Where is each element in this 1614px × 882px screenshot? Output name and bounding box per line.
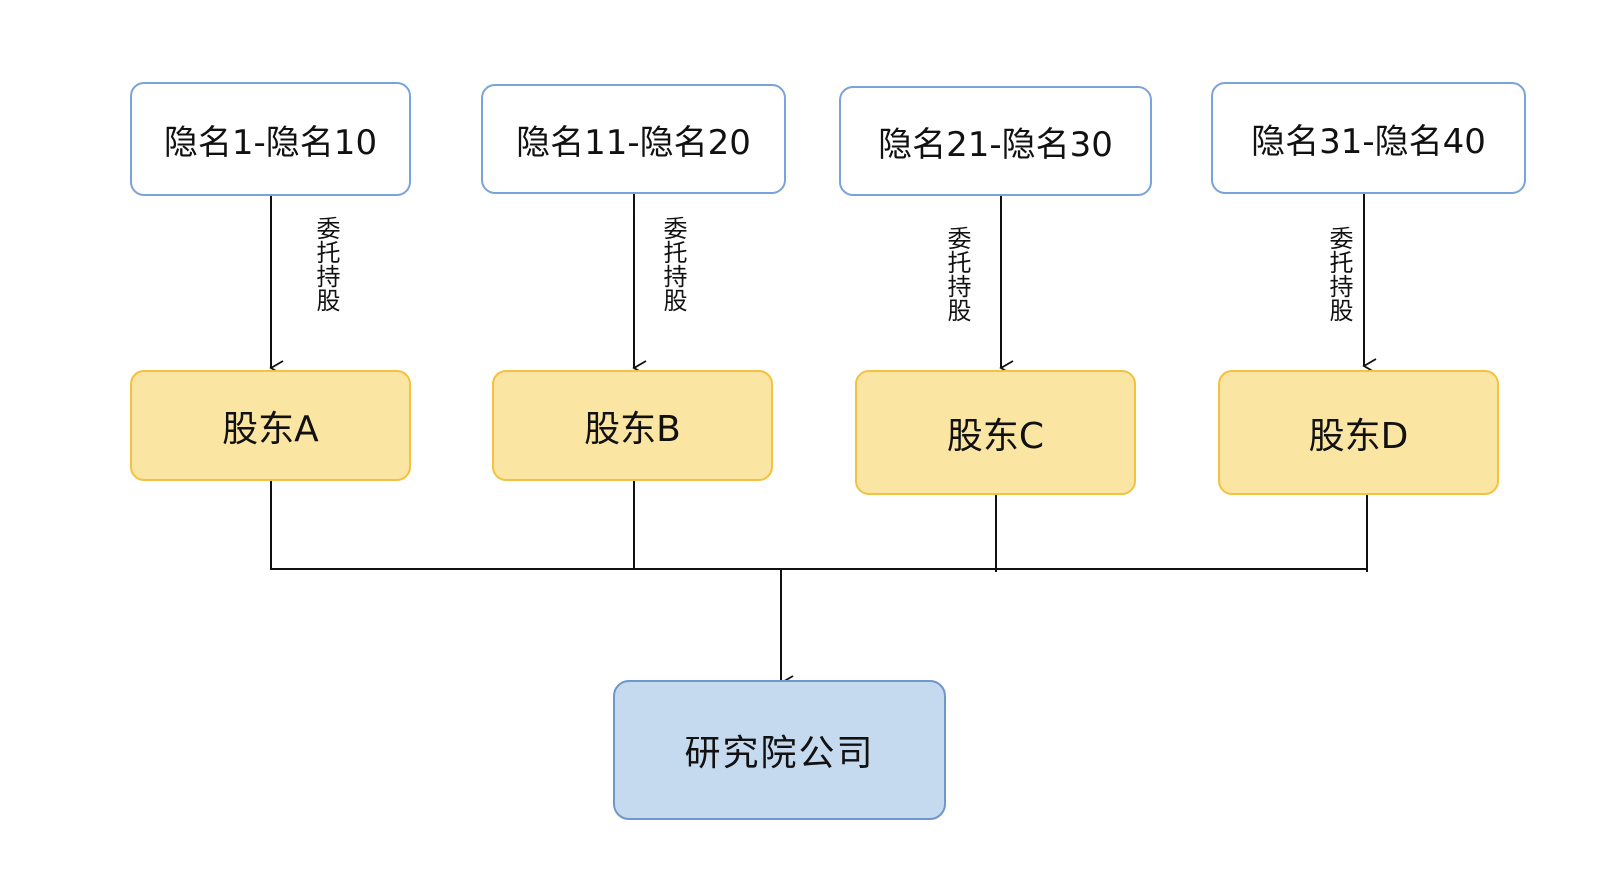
anon-group-3: 隐名21-隐名30	[839, 86, 1152, 196]
shareholder-c-label: 股东C	[946, 415, 1045, 457]
anon-group-1-label: 隐名1-隐名10	[163, 122, 378, 163]
company-label: 研究院公司	[684, 733, 875, 774]
shareholder-c: 股东C	[855, 370, 1136, 495]
shareholder-a-label: 股东A	[222, 408, 319, 450]
entrust-label-4: 委托持股	[1325, 226, 1353, 322]
shareholder-b: 股东B	[492, 370, 773, 481]
shareholder-d-label: 股东D	[1308, 415, 1409, 457]
entrust-label-3: 委托持股	[943, 226, 971, 322]
anon-group-2: 隐名11-隐名20	[481, 84, 786, 194]
research-institute-company: 研究院公司	[613, 680, 946, 820]
shareholder-b-label: 股东B	[584, 408, 681, 450]
anon-group-4-label: 隐名31-隐名40	[1251, 121, 1486, 162]
shareholder-a: 股东A	[130, 370, 411, 481]
entrust-label-1: 委托持股	[312, 216, 340, 312]
shareholder-d: 股东D	[1218, 370, 1499, 495]
anon-group-2-label: 隐名11-隐名20	[516, 122, 751, 163]
anon-group-4: 隐名31-隐名40	[1211, 82, 1526, 194]
anon-group-3-label: 隐名21-隐名30	[878, 124, 1113, 165]
entrust-label-2: 委托持股	[659, 216, 687, 312]
anon-group-1: 隐名1-隐名10	[130, 82, 411, 196]
